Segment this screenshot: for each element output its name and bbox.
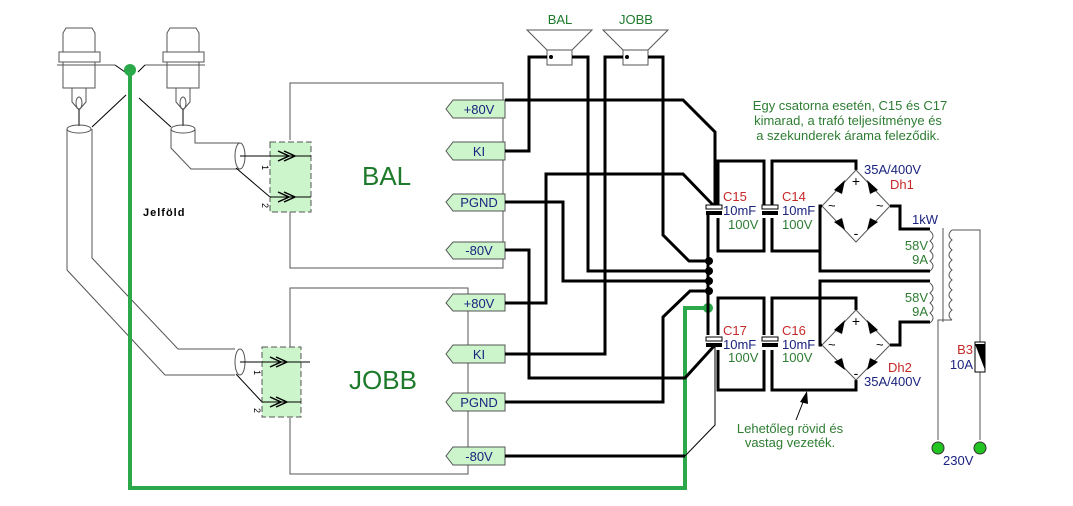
- input-arrow-icon: [277, 191, 297, 203]
- cap-value-c14: 10mF: [782, 203, 815, 218]
- cap-value-c17: 10mF: [723, 337, 756, 352]
- speaker-label-jobb: JOBB: [619, 12, 653, 27]
- jobb-pin-tags: [445, 293, 506, 466]
- cap-ref-c15: C15: [723, 189, 747, 204]
- pin-ki-jobb: KI: [473, 347, 485, 362]
- bridge-ref-dh2: Dh2: [888, 360, 912, 375]
- cap-value-c16: 10mF: [782, 337, 815, 352]
- cap-bank-bottom: [705, 296, 858, 392]
- input-arrow-icon: [277, 150, 297, 162]
- bridge-plus-symbol: +: [852, 173, 860, 189]
- secondary-2-voltage: 58V: [905, 290, 928, 305]
- pin-2-label: 2: [260, 203, 270, 208]
- cap-ref-c16: C16: [782, 323, 806, 338]
- fuse-ref: B3: [957, 342, 973, 357]
- pin-plus80-jobb: +80V: [464, 296, 495, 311]
- bridge-ac-symbol: ~: [876, 198, 884, 213]
- input-arrow-icon: [269, 356, 289, 368]
- bridge-minus-symbol: -: [854, 225, 859, 241]
- note-line-2: kimarad, a trafó teljesítménye és: [754, 113, 942, 128]
- signal-ground-wire: [124, 64, 713, 490]
- bridge-ac-symbol: ~: [828, 198, 836, 213]
- ground-label: Jelföld: [143, 207, 185, 219]
- pin-plus80-bal: +80V: [464, 102, 495, 117]
- pin-pgnd-bal: PGND: [460, 195, 498, 210]
- note-line-1: Egy csatorna esetén, C15 és C17: [753, 98, 947, 113]
- bridge-rating-dh1: 35A/400V: [864, 162, 921, 177]
- module-title-bal: BAL: [362, 161, 411, 191]
- pin-minus80-jobb: -80V: [465, 449, 493, 464]
- bridge-dh1: [818, 169, 930, 273]
- transformer-power: 1kW: [912, 212, 939, 227]
- mains-terminal-right: [973, 441, 987, 455]
- power-wiring: [505, 55, 717, 458]
- wiring-note-line-1: Lehetőleg rövid és: [737, 421, 844, 436]
- note-line-3: a szekunderek árama feleződik.: [756, 128, 940, 143]
- secondary-1-current: 9A: [912, 252, 928, 267]
- input-arrow-icon: [269, 396, 289, 408]
- cap-voltage-c14: 100V: [782, 217, 813, 232]
- cap-ref-c17: C17: [723, 323, 747, 338]
- mains-voltage: 230V: [943, 453, 974, 468]
- pin-2-label: 2: [252, 408, 262, 413]
- transformer: [929, 228, 981, 440]
- module-bal: [269, 82, 504, 269]
- rca-connector-left: [57, 27, 127, 245]
- wiring-note-line-2: vastag vezeték.: [745, 435, 835, 450]
- secondary-1-voltage: 58V: [905, 238, 928, 253]
- note-arrow: [795, 391, 808, 421]
- bridge-dh2: [818, 279, 930, 381]
- mains-terminal-left: [931, 441, 945, 455]
- speaker-jobb: [601, 29, 670, 66]
- bridge-plus-symbol: +: [852, 313, 860, 329]
- cap-bank-top: [705, 159, 858, 253]
- bal-pin-tags: [445, 99, 506, 260]
- cap-voltage-c16: 100V: [782, 350, 813, 365]
- speaker-bal: [525, 29, 594, 66]
- module-title-jobb: JOBB: [349, 365, 417, 395]
- module-jobb: [261, 287, 469, 475]
- cap-voltage-c15: 100V: [728, 217, 759, 232]
- cap-voltage-c17: 100V: [728, 350, 759, 365]
- bridge-ref-dh1: Dh1: [890, 177, 914, 192]
- bridge-rating-dh2: 35A/400V: [864, 374, 921, 389]
- fuse-rating: 10A: [950, 357, 973, 372]
- pin-minus80-bal: -80V: [465, 243, 493, 258]
- pin-1-label: 1: [260, 165, 270, 170]
- bridge-ac-symbol: ~: [876, 337, 884, 352]
- secondary-2-current: 9A: [912, 304, 928, 319]
- ground-node-top: [124, 64, 136, 76]
- pin-pgnd-jobb: PGND: [460, 395, 498, 410]
- bridge-ac-symbol: ~: [828, 337, 836, 352]
- rca-connector-right: [137, 27, 310, 198]
- fuse-b3: [974, 341, 986, 373]
- speaker-label-bal: BAL: [548, 12, 573, 27]
- cap-value-c15: 10mF: [723, 203, 756, 218]
- pin-1-label: 1: [252, 370, 262, 375]
- cap-ref-c14: C14: [782, 189, 806, 204]
- pin-ki-bal: KI: [473, 144, 485, 159]
- bridge-minus-symbol: -: [854, 365, 859, 381]
